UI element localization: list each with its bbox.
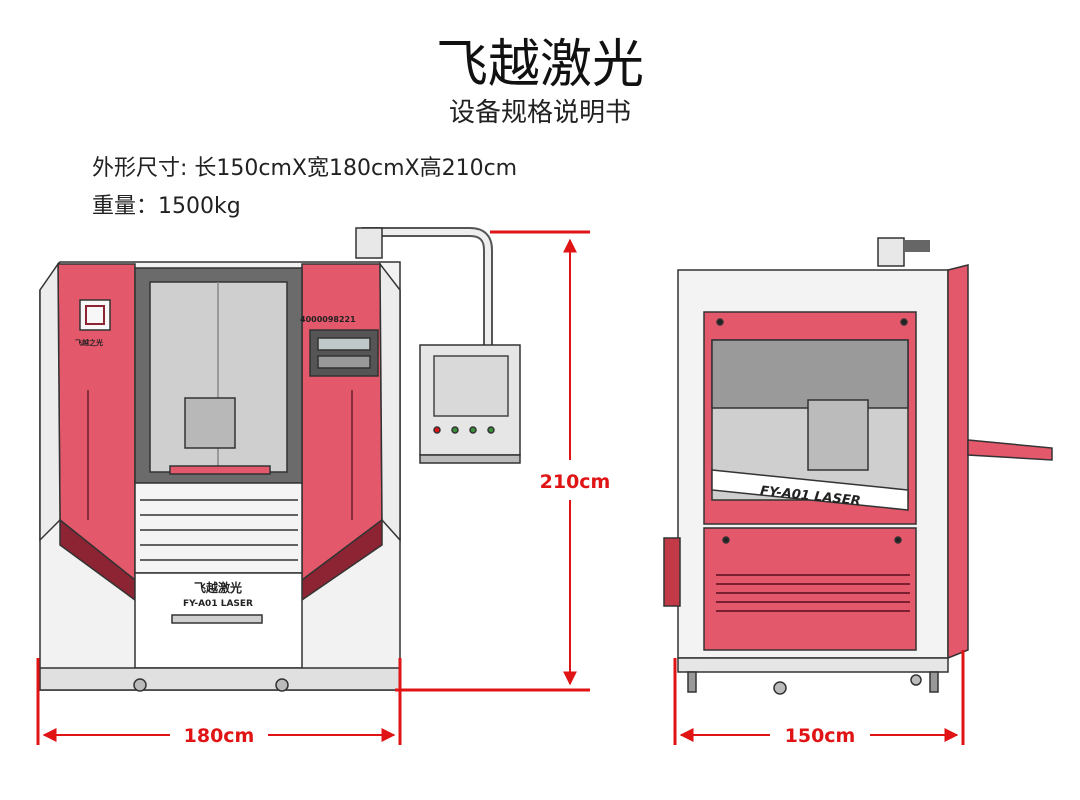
side-view (663, 237, 1053, 695)
front-brand-label: 飞越激光 (194, 580, 242, 595)
logo-text: 飞越之光 (75, 338, 103, 347)
front-view (39, 227, 521, 692)
vent-grille-icon (716, 574, 910, 612)
phone-label: 4000098221 (300, 315, 356, 324)
dimensions-spec: 外形尺寸: 长150cmX宽180cmX高210cm (92, 156, 518, 181)
control-panel-icon (317, 337, 371, 351)
depth-dimension: 150cm (785, 725, 856, 747)
monitor-screen-icon (433, 355, 509, 417)
logo-badge-icon (79, 299, 111, 331)
height-dimension: 210cm (540, 471, 611, 493)
document-title: 飞越激光 (435, 35, 644, 95)
weight-spec: 重量：1500kg (92, 194, 241, 219)
front-model-label: FY-A01 LASER (183, 599, 253, 609)
width-dimension: 180cm (184, 725, 255, 747)
document-subtitle: 设备规格说明书 (448, 98, 631, 128)
